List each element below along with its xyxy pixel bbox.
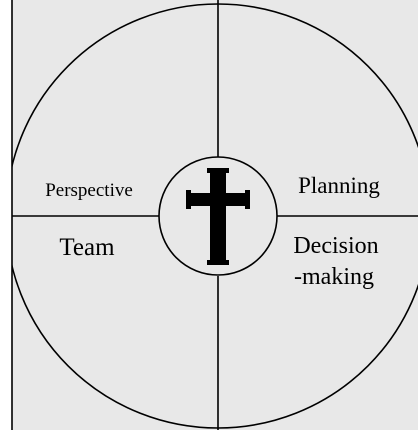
label-making: -making [294, 264, 374, 290]
label-perspective: Perspective [45, 180, 133, 201]
label-planning: Planning [298, 173, 380, 198]
cross-icon [186, 168, 250, 265]
label-decision: Decision [293, 233, 378, 259]
label-team: Team [59, 234, 115, 261]
